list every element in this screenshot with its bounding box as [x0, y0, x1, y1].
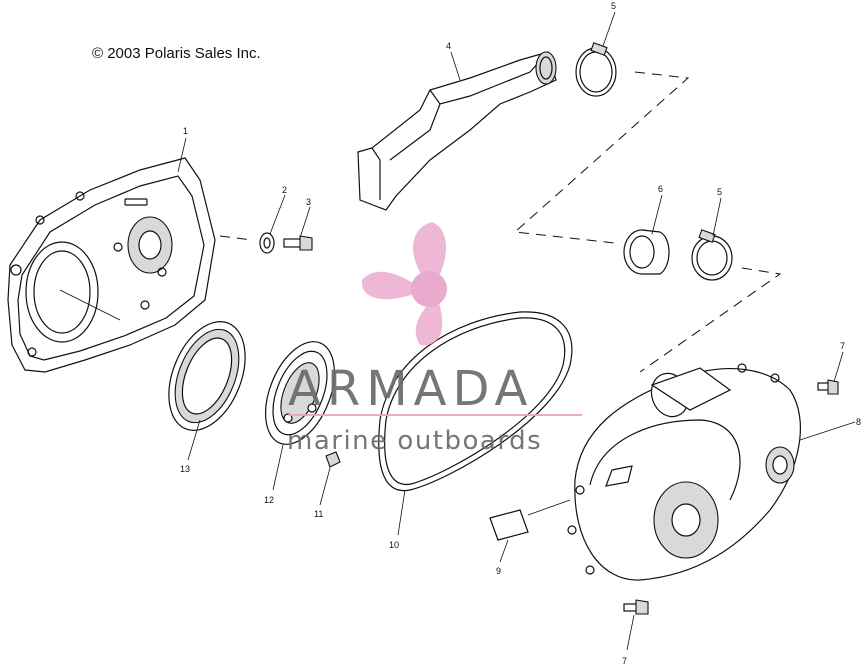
leader-lines [59, 11, 856, 651]
callout-4: 4 [446, 41, 451, 51]
propeller-logo [361, 222, 447, 346]
washer [259, 232, 275, 254]
watermark-brand: ARMADA [288, 361, 533, 417]
drive-belt [378, 311, 573, 492]
screw-small [325, 451, 341, 468]
callout-5-lower: 5 [717, 187, 722, 197]
bolt-upper [283, 235, 313, 251]
outer-clutch-cover [567, 363, 801, 581]
callout-7-lower: 7 [622, 656, 627, 666]
watermark-tagline: marine outboards [287, 426, 542, 456]
decal-label [489, 509, 529, 541]
callout-5-upper: 5 [611, 1, 616, 11]
armada-watermark: ARMADA marine outboards [287, 222, 582, 456]
inner-clutch-cover [7, 157, 216, 373]
hose-clamp-lower [691, 229, 733, 281]
seal-ring [168, 321, 246, 431]
callout-9: 9 [496, 566, 501, 576]
callout-6: 6 [658, 184, 663, 194]
alignment-lines [219, 71, 782, 373]
copyright-notice: © 2003 Polaris Sales Inc. [92, 45, 261, 62]
callout-12: 12 [264, 495, 274, 505]
bearing-plate [265, 341, 335, 445]
air-intake-duct [357, 51, 557, 211]
callout-2: 2 [282, 185, 287, 195]
callout-numbers: 1 2 3 4 5 6 5 7 8 9 10 11 12 13 7 [180, 1, 861, 666]
callout-10: 10 [389, 540, 399, 550]
hose-clamp-upper [575, 42, 617, 97]
callout-3: 3 [306, 197, 311, 207]
callout-8: 8 [856, 417, 861, 427]
callout-7-upper: 7 [840, 341, 845, 351]
duct-coupler [623, 229, 670, 275]
bolt-right [817, 379, 839, 395]
callout-11: 11 [314, 509, 323, 519]
callout-1: 1 [183, 126, 188, 136]
bolt-bottom [623, 599, 649, 615]
callout-13: 13 [180, 464, 190, 474]
